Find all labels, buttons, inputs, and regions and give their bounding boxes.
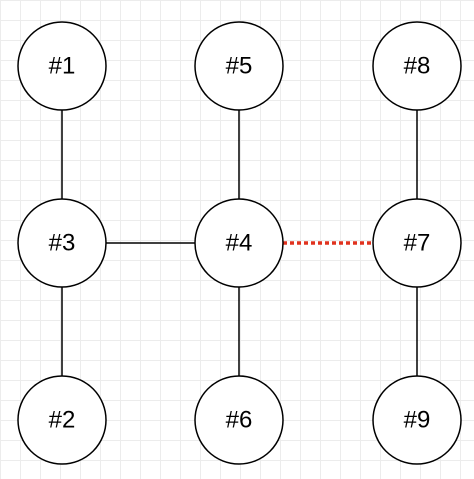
node-6-circle bbox=[194, 375, 284, 465]
node-8-circle bbox=[372, 21, 462, 111]
node-5-label: #5 bbox=[226, 53, 253, 80]
edge-layer bbox=[61, 110, 418, 376]
node-7[interactable]: #7 bbox=[372, 198, 462, 288]
node-2-circle bbox=[17, 375, 107, 465]
node-9-circle bbox=[372, 375, 462, 465]
node-3-label: #3 bbox=[49, 230, 76, 257]
node-1[interactable]: #1 bbox=[17, 21, 107, 111]
node-5-circle bbox=[194, 21, 284, 111]
node-7-label: #7 bbox=[404, 230, 431, 257]
node-8-label: #8 bbox=[404, 53, 431, 80]
node-9[interactable]: #9 bbox=[372, 375, 462, 465]
node-6-label: #6 bbox=[226, 407, 253, 434]
node-6[interactable]: #6 bbox=[194, 375, 284, 465]
node-9-label: #9 bbox=[404, 407, 431, 434]
node-1-label: #1 bbox=[49, 53, 76, 80]
node-1-circle bbox=[17, 21, 107, 111]
node-2[interactable]: #2 bbox=[17, 375, 107, 465]
node-8[interactable]: #8 bbox=[372, 21, 462, 111]
node-4-label: #4 bbox=[226, 230, 253, 257]
node-7-circle bbox=[372, 198, 462, 288]
node-layer: #1 #2 #3 #4 #5 #6 #7 #8 bbox=[17, 21, 462, 465]
node-4-circle bbox=[194, 198, 284, 288]
node-3[interactable]: #3 bbox=[17, 198, 107, 288]
node-3-circle bbox=[17, 198, 107, 288]
node-5[interactable]: #5 bbox=[194, 21, 284, 111]
node-4[interactable]: #4 bbox=[194, 198, 284, 288]
node-2-label: #2 bbox=[49, 407, 76, 434]
